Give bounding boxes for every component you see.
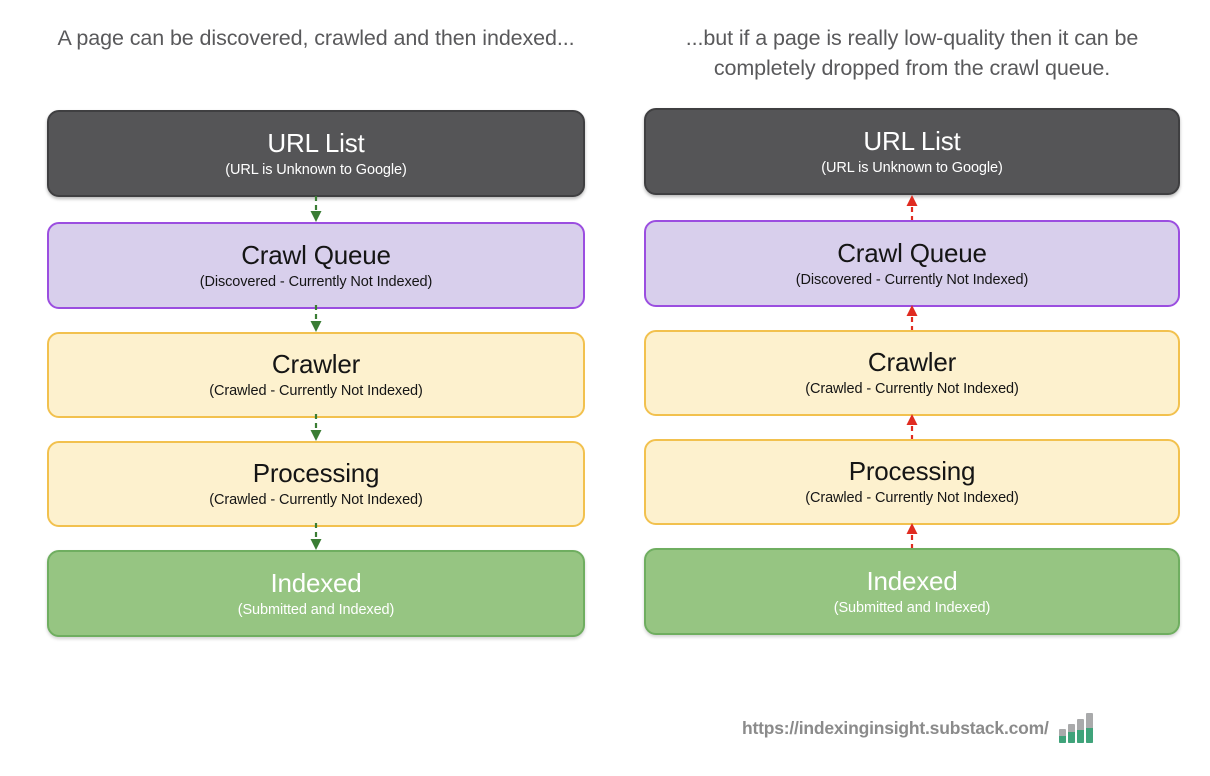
node-subtitle: (Crawled - Currently Not Indexed): [805, 381, 1019, 397]
right-flow-column: URL List (URL is Unknown to Google) Craw…: [600, 0, 1210, 776]
logo-bar-1: [1058, 729, 1066, 743]
right-column-heading: ...but if a page is really low-quality t…: [685, 26, 1139, 80]
logo-bar-fill: [1058, 736, 1066, 743]
bar-chart-logo-icon: [1058, 713, 1093, 743]
node-title: Crawl Queue: [241, 239, 391, 270]
node-title: Crawl Queue: [837, 237, 987, 268]
right-arrow-3-up: [901, 414, 923, 440]
node-subtitle: (Crawled - Currently Not Indexed): [209, 383, 423, 399]
node-subtitle: (Discovered - Currently Not Indexed): [795, 271, 1029, 288]
left-node-crawler[interactable]: Crawler (Crawled - Currently Not Indexed…: [47, 332, 585, 418]
left-flow-column: URL List (URL is Unknown to Google) Craw…: [47, 110, 585, 637]
node-title: URL List: [863, 125, 961, 156]
left-arrow-3-down: [305, 414, 327, 442]
node-title: Indexed: [866, 565, 958, 596]
left-node-url-list[interactable]: URL List (URL is Unknown to Google): [47, 110, 585, 197]
node-title: Crawler: [271, 349, 361, 379]
logo-bar-fill: [1067, 732, 1075, 743]
logo-bar-3: [1076, 719, 1084, 743]
right-node-crawl-queue[interactable]: Crawl Queue (Discovered - Currently Not …: [644, 220, 1180, 307]
node-title: URL List: [267, 127, 365, 158]
right-node-crawler[interactable]: Crawler (Crawled - Currently Not Indexed…: [644, 330, 1180, 416]
right-arrow-1-up: [901, 195, 923, 221]
footer: https://indexinginsight.substack.com/: [742, 713, 1093, 743]
right-node-processing[interactable]: Processing (Crawled - Currently Not Inde…: [644, 439, 1180, 525]
node-title: Processing: [848, 456, 976, 486]
left-node-indexed[interactable]: Indexed (Submitted and Indexed): [47, 550, 585, 637]
node-subtitle: (Submitted and Indexed): [237, 601, 395, 618]
node-subtitle: (URL is Unknown to Google): [821, 159, 1003, 176]
right-arrow-2-up: [901, 305, 923, 331]
right-arrow-4-up: [901, 523, 923, 549]
right-node-url-list[interactable]: URL List (URL is Unknown to Google): [644, 108, 1180, 195]
left-arrow-2-down: [305, 305, 327, 333]
footer-url-link[interactable]: https://indexinginsight.substack.com/: [742, 717, 1049, 738]
left-node-crawl-queue[interactable]: Crawl Queue (Discovered - Currently Not …: [47, 222, 585, 309]
left-node-processing[interactable]: Processing (Crawled - Currently Not Inde…: [47, 441, 585, 527]
node-title: Processing: [252, 458, 380, 488]
node-subtitle: (Discovered - Currently Not Indexed): [199, 273, 433, 290]
node-subtitle: (Crawled - Currently Not Indexed): [805, 490, 1019, 506]
left-arrow-1-down: [305, 196, 327, 223]
left-column-heading: A page can be discovered, crawled and th…: [57, 26, 575, 50]
left-arrow-4-down: [305, 523, 327, 551]
node-subtitle: (Submitted and Indexed): [833, 599, 991, 616]
node-title: Crawler: [867, 347, 957, 377]
logo-bar-2: [1067, 724, 1075, 743]
node-subtitle: (URL is Unknown to Google): [225, 161, 407, 178]
logo-bar-fill: [1076, 730, 1084, 743]
node-subtitle: (Crawled - Currently Not Indexed): [209, 492, 423, 508]
right-node-indexed[interactable]: Indexed (Submitted and Indexed): [644, 548, 1180, 635]
node-title: Indexed: [270, 567, 362, 598]
logo-bar-fill: [1085, 728, 1093, 743]
logo-bar-4: [1085, 713, 1093, 743]
